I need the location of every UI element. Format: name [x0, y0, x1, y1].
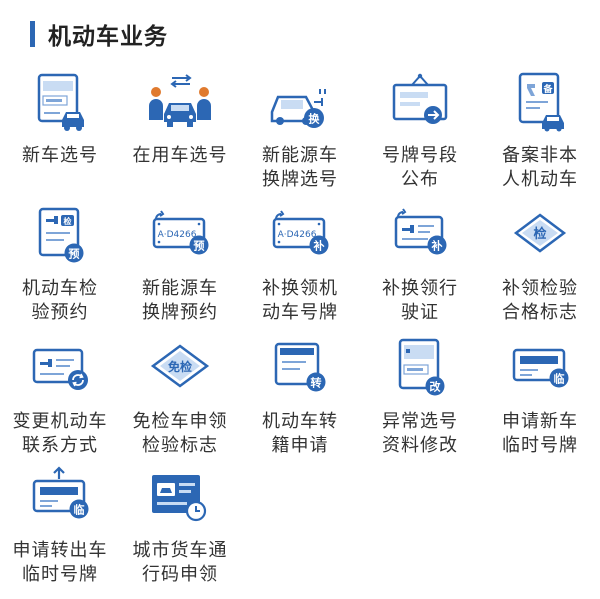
- svg-text:A·D4266: A·D4266: [158, 230, 197, 240]
- section-header: 机动车业务: [30, 17, 168, 51]
- vehicle-filing-icon: 备: [504, 70, 576, 134]
- service-label: 新能源车 换牌选号: [262, 145, 338, 190]
- service-item-ev-plate-change[interactable]: 换 新能源车 换牌选号: [240, 70, 360, 203]
- svg-text:补: 补: [431, 239, 443, 253]
- svg-text:检: 检: [64, 216, 72, 226]
- service-item-plate-number-notice[interactable]: 号牌号段 公布: [360, 70, 480, 203]
- header-accent-bar: [30, 21, 35, 47]
- page-title: 机动车业务: [48, 24, 168, 50]
- truck-pass-code-icon: [144, 465, 216, 529]
- ev-plate-change-icon: 换: [264, 70, 336, 134]
- contact-change-icon: [24, 336, 96, 400]
- service-label: 备案非本 人机动车: [502, 145, 578, 190]
- service-item-abnormal-plate-edit[interactable]: 改 异常选号 资料修改: [360, 336, 480, 465]
- svg-text:临: 临: [74, 503, 85, 517]
- service-label: 异常选号 资料修改: [382, 411, 458, 456]
- service-item-inspection-mark[interactable]: 检 补领检验 合格标志: [480, 203, 600, 336]
- svg-text:转: 转: [311, 376, 322, 390]
- exempt-mark-icon: 免检: [144, 336, 216, 400]
- service-label: 号牌号段 公布: [382, 145, 458, 190]
- abnormal-plate-edit-icon: 改: [384, 336, 456, 400]
- service-item-registration-transfer[interactable]: 转 机动车转 籍申请: [240, 336, 360, 465]
- inspection-booking-icon: 检 预: [24, 203, 96, 267]
- plate-number-notice-icon: [384, 70, 456, 134]
- inspection-mark-icon: 检: [504, 203, 576, 267]
- new-car-temp-plate-icon: 临: [504, 336, 576, 400]
- svg-text:备: 备: [542, 83, 553, 95]
- service-grid: 新车选号 在用车选号: [0, 70, 600, 599]
- plate-replace-icon: A·D4266 补: [264, 203, 336, 267]
- new-car-plate-icon: [24, 70, 96, 134]
- svg-text:改: 改: [430, 380, 442, 394]
- registration-transfer-icon: 转: [264, 336, 336, 400]
- service-label: 补换领行 驶证: [382, 278, 458, 323]
- service-label: 申请转出车 临时号牌: [12, 540, 108, 585]
- service-item-transfer-temp-plate[interactable]: 临 申请转出车 临时号牌: [0, 465, 120, 599]
- service-label: 补换领机 动车号牌: [262, 278, 338, 323]
- service-label: 申请新车 临时号牌: [502, 411, 578, 456]
- service-item-new-car-temp-plate[interactable]: 临 申请新车 临时号牌: [480, 336, 600, 465]
- service-item-new-car-plate[interactable]: 新车选号: [0, 70, 120, 203]
- svg-text:换: 换: [309, 112, 321, 126]
- service-item-exempt-mark[interactable]: 免检 免检车申领 检验标志: [120, 336, 240, 465]
- ev-plate-booking-icon: A·D4266 预: [144, 203, 216, 267]
- service-label: 补领检验 合格标志: [502, 278, 578, 323]
- service-label: 新车选号: [22, 145, 98, 166]
- car-in-use-plate-icon: [144, 70, 216, 134]
- service-item-inspection-booking[interactable]: 检 预 机动车检 验预约: [0, 203, 120, 336]
- service-item-truck-pass-code[interactable]: 城市货车通 行码申领: [120, 465, 240, 599]
- service-item-license-replace[interactable]: 补 补换领行 驶证: [360, 203, 480, 336]
- svg-text:免检: 免检: [168, 359, 192, 374]
- svg-text:预: 预: [194, 239, 205, 253]
- svg-text:A·D4266: A·D4266: [278, 230, 317, 240]
- license-replace-icon: 补: [384, 203, 456, 267]
- svg-text:补: 补: [313, 239, 325, 253]
- service-item-ev-plate-booking[interactable]: A·D4266 预 新能源车 换牌预约: [120, 203, 240, 336]
- svg-text:检: 检: [533, 226, 546, 242]
- service-item-car-in-use-plate[interactable]: 在用车选号: [120, 70, 240, 203]
- service-item-plate-replace[interactable]: A·D4266 补 补换领机 动车号牌: [240, 203, 360, 336]
- service-label: 免检车申领 检验标志: [132, 411, 228, 456]
- service-label: 在用车选号: [132, 145, 228, 166]
- svg-text:预: 预: [69, 247, 80, 261]
- service-label: 城市货车通 行码申领: [132, 540, 228, 585]
- transfer-temp-plate-icon: 临: [24, 465, 96, 529]
- service-label: 机动车检 验预约: [22, 278, 98, 323]
- service-item-vehicle-filing[interactable]: 备 备案非本 人机动车: [480, 70, 600, 203]
- service-label: 机动车转 籍申请: [262, 411, 338, 456]
- service-label: 新能源车 换牌预约: [142, 278, 218, 323]
- service-label: 变更机动车 联系方式: [12, 411, 108, 456]
- service-item-contact-change[interactable]: 变更机动车 联系方式: [0, 336, 120, 465]
- svg-text:临: 临: [554, 372, 565, 386]
